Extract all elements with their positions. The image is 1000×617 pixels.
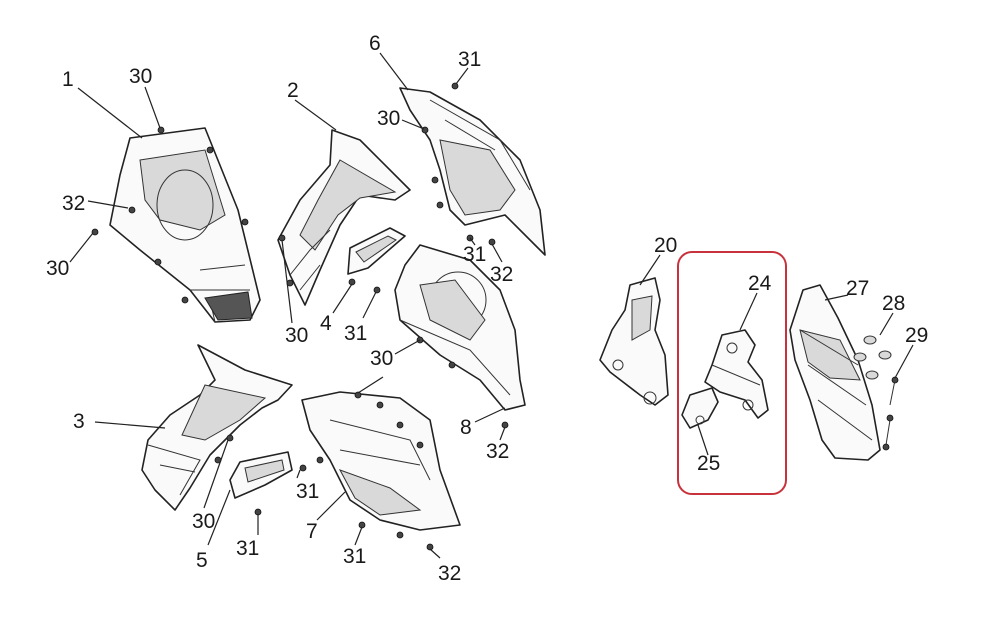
callout-32: 32	[62, 192, 85, 215]
callout-31: 31	[458, 48, 481, 71]
callout-29: 29	[905, 324, 928, 347]
callout-labels: 1 30 32 30 2 30 4 31 6 31 30 31 32 30 8 …	[46, 32, 928, 585]
callout-30: 30	[370, 347, 393, 370]
callout-2: 2	[287, 79, 299, 102]
callout-27: 27	[846, 277, 869, 300]
part-27-windscreen	[789, 284, 881, 461]
part-6-upper-cowl	[399, 87, 546, 256]
callout-20: 20	[654, 234, 677, 257]
callout-6: 6	[369, 32, 381, 55]
callout-5: 5	[196, 549, 208, 572]
callout-1: 1	[62, 68, 74, 91]
leader-lines	[69, 52, 914, 559]
part-28-mounts	[853, 335, 892, 380]
part-20-mount-bracket	[599, 277, 669, 406]
callout-4: 4	[320, 312, 332, 335]
part-8-lower-panel	[394, 244, 526, 411]
callout-30: 30	[285, 324, 308, 347]
part-2-side-panel	[277, 129, 411, 306]
callout-24: 24	[748, 272, 772, 295]
callout-7: 7	[306, 520, 318, 543]
callout-8: 8	[460, 416, 472, 439]
callout-31: 31	[236, 537, 259, 560]
part-1-front-fairing	[109, 127, 261, 323]
highlight-box	[677, 251, 787, 495]
part-5-light-unit	[229, 451, 293, 499]
part-24-bracket	[704, 329, 769, 419]
callout-3: 3	[73, 410, 85, 433]
callout-31: 31	[344, 322, 367, 345]
callout-30: 30	[192, 510, 215, 533]
callout-32: 32	[438, 562, 461, 585]
callout-31: 31	[343, 545, 366, 568]
part-29-screws	[882, 376, 899, 451]
callout-30: 30	[377, 107, 400, 130]
fasteners-left-group	[91, 82, 509, 551]
part-4-indicator	[347, 227, 406, 275]
part-25-small-bracket	[681, 387, 719, 429]
callout-32: 32	[486, 440, 509, 463]
callout-30: 30	[46, 257, 69, 280]
callout-32: 32	[490, 263, 513, 286]
part-3-lower-skirt	[141, 344, 293, 511]
callout-31: 31	[296, 480, 319, 503]
callout-31: 31	[463, 243, 486, 266]
callout-25: 25	[697, 452, 720, 475]
part-7-belly-cowl	[301, 391, 461, 531]
callout-28: 28	[882, 292, 905, 315]
callout-30: 30	[129, 65, 152, 88]
